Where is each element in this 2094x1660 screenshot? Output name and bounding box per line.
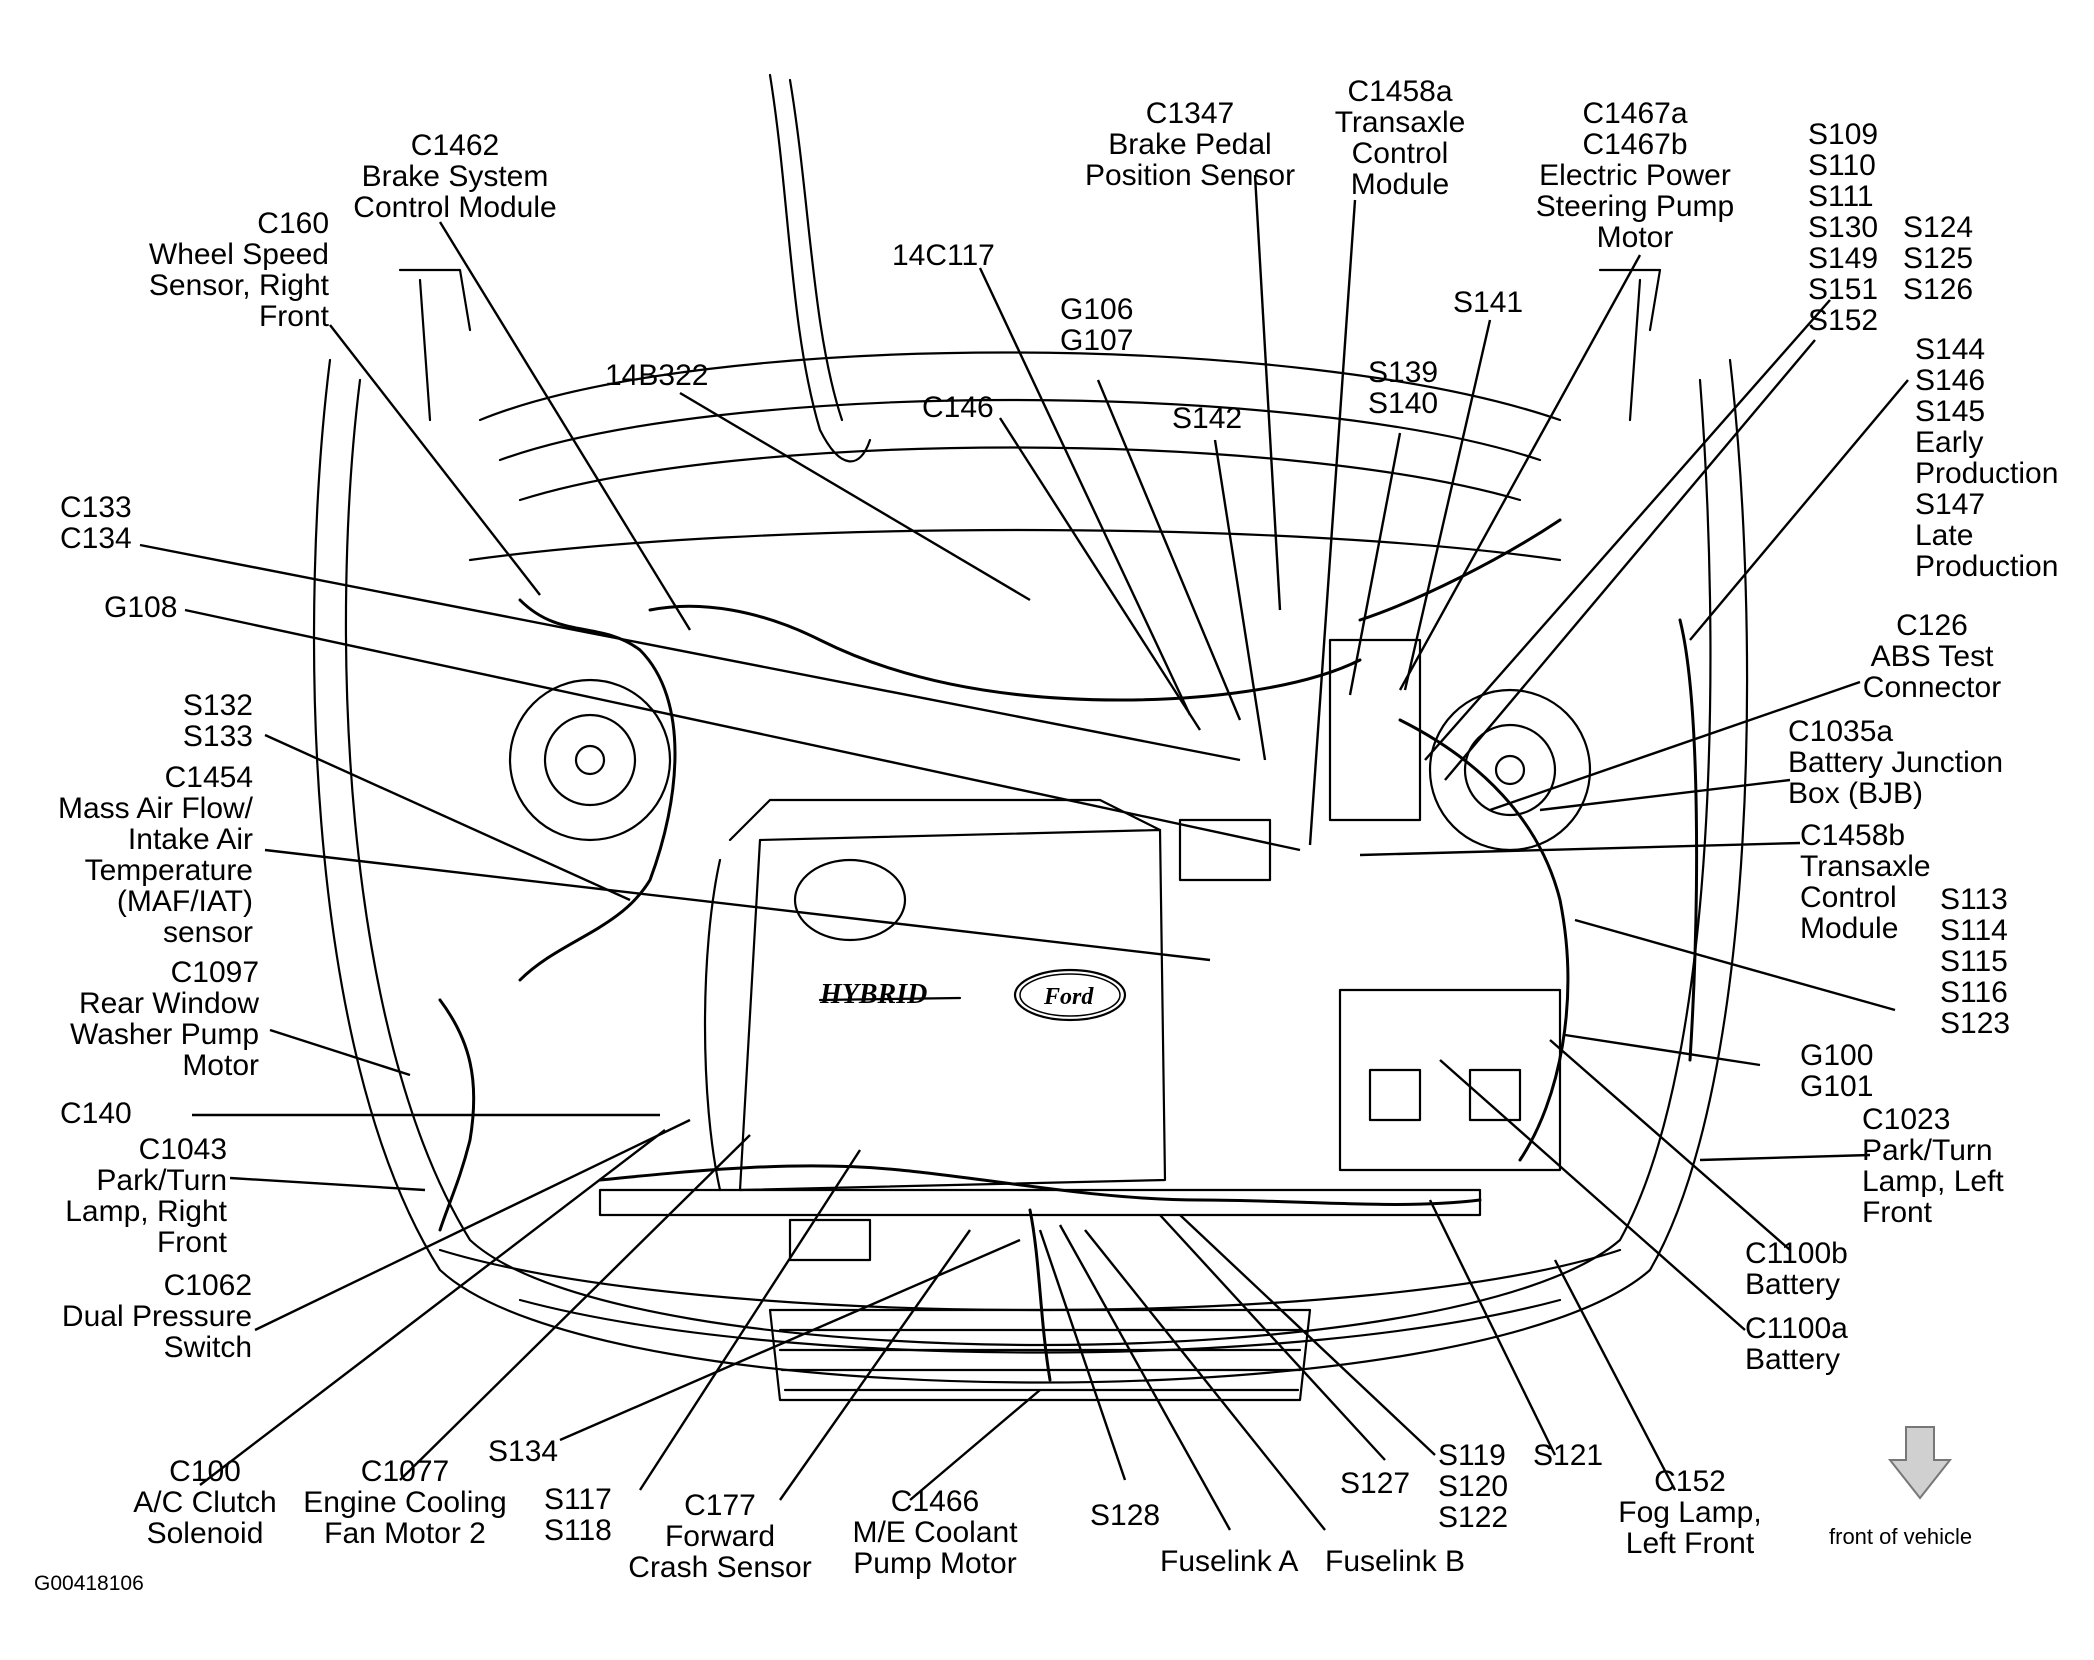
front-of-vehicle-note: front of vehicle — [1829, 1524, 1973, 1549]
hybrid-engine-cover — [703, 798, 1167, 1192]
radiator-grille — [598, 1188, 1482, 1402]
callout-c146: C146 — [922, 391, 994, 424]
model-badge: HYBRID — [819, 979, 927, 1010]
callout-s121: S121 — [1533, 1439, 1604, 1472]
strut-towers — [508, 678, 1592, 852]
leader-lines — [139, 174, 1909, 1531]
figure-id: G00418106 — [34, 1572, 144, 1595]
callout-s141: S141 — [1453, 286, 1524, 319]
callout-s134: S134 — [488, 1435, 559, 1468]
callout-s128: S128 — [1090, 1499, 1161, 1532]
callout-fuselink-a: Fuselink A — [1160, 1545, 1299, 1578]
callout-fuselink-b: Fuselink B — [1325, 1545, 1466, 1578]
cowl-panel — [468, 73, 1562, 562]
ford-oval — [1019, 973, 1121, 1017]
callout-14b322: 14B322 — [605, 359, 709, 392]
callout-s142: S142 — [1172, 402, 1243, 435]
callout-14c117: 14C117 — [892, 239, 995, 272]
callout-c140: C140 — [60, 1097, 132, 1130]
battery-junction-box — [1178, 638, 1422, 882]
vehicle-body-outline — [312, 268, 1749, 1384]
battery-outline — [1338, 988, 1562, 1172]
callout-s127: S127 — [1340, 1467, 1411, 1500]
wiring-harness — [438, 518, 1699, 1382]
front-arrow-icon — [1887, 1426, 1953, 1500]
callout-g108: G108 — [104, 591, 178, 624]
brand-badge: Ford — [1043, 984, 1094, 1010]
